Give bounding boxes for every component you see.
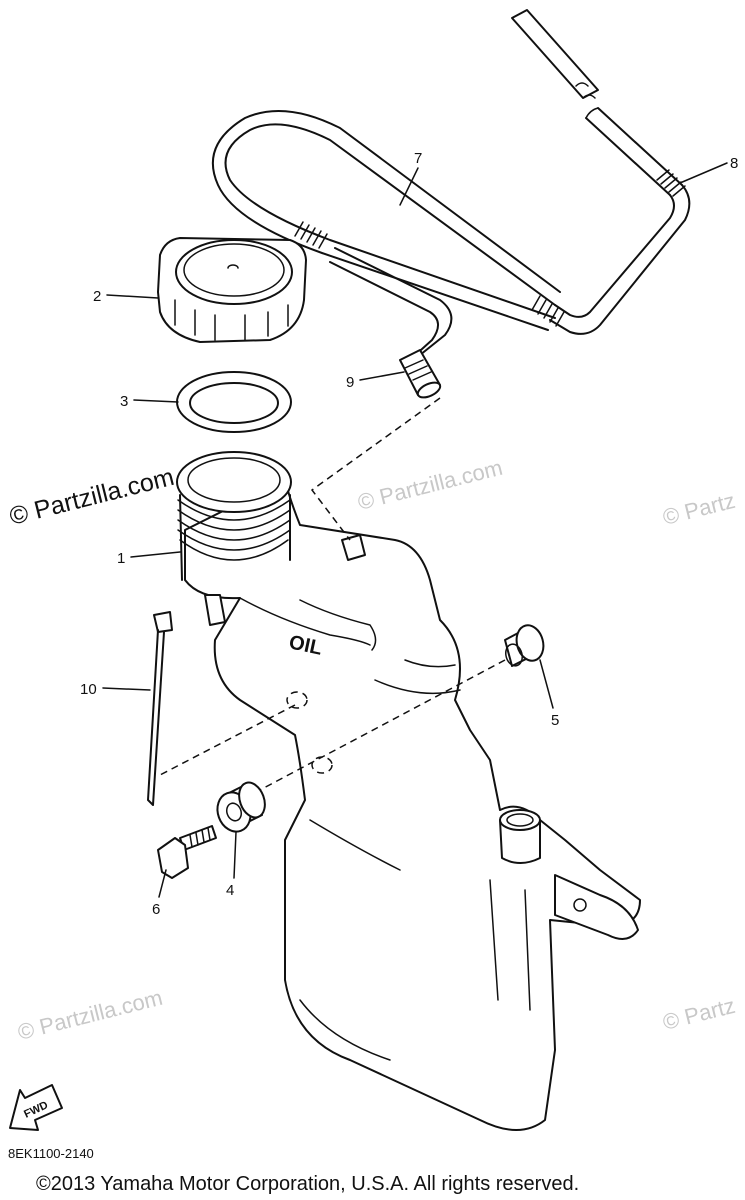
callout-10: 10 (80, 681, 97, 698)
hose-clamp-ring-8 (656, 169, 686, 197)
callout-7: 7 (414, 150, 422, 167)
watermark-main: © Partzilla.com (7, 463, 177, 531)
callout-4: 4 (226, 882, 234, 899)
filler-cap-2 (157, 237, 307, 343)
oil-tank-1: OIL (176, 451, 641, 1131)
watermark-bottom-left: © Partzilla.com (15, 985, 165, 1045)
o-ring-3 (176, 371, 292, 433)
damper-4 (216, 781, 266, 833)
callout-2: 2 (93, 288, 101, 305)
watermark-right-edge: © Partz (660, 488, 738, 530)
hose-end-9 (399, 349, 442, 399)
callout-5: 5 (551, 712, 559, 729)
watermark-right-edge-bottom: © Partz (660, 993, 738, 1035)
callout-8: 8 (730, 155, 738, 172)
callout-9: 9 (346, 374, 354, 391)
grommet-5 (504, 624, 545, 667)
cable-tie-10 (147, 611, 173, 806)
forward-direction-arrow: FWD (9, 1084, 63, 1131)
bolt-6 (157, 825, 217, 879)
diagram-code: 8EK1100-2140 (8, 1146, 94, 1161)
vent-hose-8 (511, 9, 691, 335)
callout-3: 3 (120, 393, 128, 410)
callouts: 1 2 3 4 5 6 7 8 9 10 (80, 150, 738, 918)
hose-clamp-ring-7a (294, 221, 328, 249)
hose-clamp-ring-7b (531, 295, 565, 327)
callout-6: 6 (152, 901, 160, 918)
assembly-guide-lines (159, 397, 506, 791)
copyright-notice: ©2013 Yamaha Motor Corporation, U.S.A. A… (36, 1173, 579, 1195)
breather-hose-7 (211, 109, 565, 359)
callout-1: 1 (117, 550, 125, 567)
watermark-center: © Partzilla.com (355, 455, 505, 515)
